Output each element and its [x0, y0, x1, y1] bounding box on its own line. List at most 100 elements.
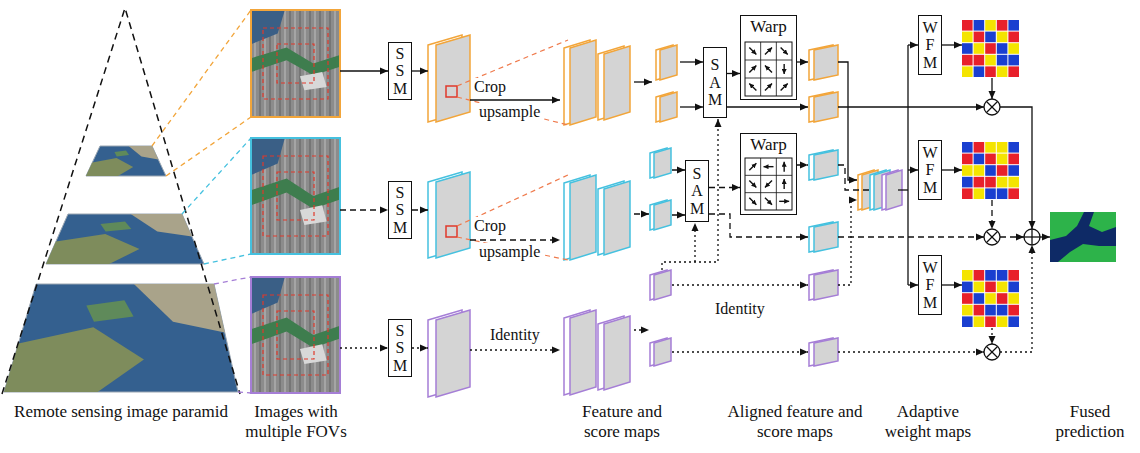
- image-border: [251, 138, 340, 254]
- flow-line: [727, 106, 808, 107]
- flow-line: [838, 165, 869, 190]
- feature-map: [654, 200, 671, 230]
- guide-line: [166, 117, 251, 176]
- weight-cell: [985, 154, 996, 165]
- weight-cell: [962, 293, 973, 304]
- flow-grid: [745, 78, 792, 79]
- caption-label: Remote sensing image paramid: [1, 402, 241, 422]
- module-name: WFM: [922, 144, 938, 197]
- weight-cell: [974, 43, 985, 54]
- image-border: [251, 10, 340, 117]
- feature-map: [436, 35, 470, 122]
- guide-line: [182, 138, 251, 214]
- flow-grid: [745, 192, 792, 193]
- land-patch: [100, 222, 131, 232]
- flow-line: [340, 209, 388, 210]
- flow-line: [942, 44, 962, 45]
- weight-cell: [974, 55, 985, 66]
- water-patch: [251, 10, 285, 44]
- feature-map: [570, 175, 596, 260]
- weight-cell: [962, 316, 973, 327]
- weight-cell: [997, 293, 1008, 304]
- flow-line: [634, 213, 649, 214]
- fov-box: [277, 44, 314, 83]
- weight-cell: [1008, 165, 1019, 176]
- crop-projection: [457, 97, 568, 125]
- multiply-symbol: [984, 344, 1000, 360]
- land-patch: [114, 151, 129, 157]
- weight-cell: [985, 32, 996, 43]
- vegetation-band: [251, 47, 340, 75]
- weight-cell: [997, 142, 1008, 153]
- feature-map: [814, 338, 838, 366]
- weight-cell: [962, 270, 973, 281]
- flow-arrow: [765, 180, 772, 187]
- flow-line: [680, 61, 703, 62]
- flow-arrow: [783, 64, 784, 74]
- flow-line: [470, 239, 560, 240]
- module-name: WFM: [922, 259, 938, 312]
- crop-region: [446, 226, 457, 237]
- weight-cell: [985, 282, 996, 293]
- weight-cell: [962, 165, 973, 176]
- fov-box: [263, 28, 328, 99]
- satellite-image: [251, 10, 340, 117]
- weight-cell: [974, 270, 985, 281]
- weight-cell: [985, 188, 996, 199]
- operation-label: Identity: [488, 326, 542, 344]
- feature-map: [570, 40, 596, 125]
- caption-label: Images with multiple FOVs: [236, 402, 356, 441]
- caption-label: Fused prediction: [1045, 402, 1135, 441]
- multiply-symbol: [987, 102, 998, 113]
- weight-cell: [985, 316, 996, 327]
- weight-cell: [1008, 142, 1019, 153]
- feature-map: [604, 181, 630, 255]
- flow-arrow: [749, 198, 756, 205]
- weight-cell: [997, 55, 1008, 66]
- flow-line: [898, 189, 908, 190]
- module-box: WFM: [918, 140, 942, 200]
- sum-symbol: [1024, 229, 1040, 245]
- flow-line: [634, 329, 649, 330]
- weight-cell: [985, 165, 996, 176]
- weight-cell: [974, 177, 985, 188]
- flow-line: [470, 349, 560, 350]
- weight-cell: [974, 165, 985, 176]
- image-stripe: [289, 11, 291, 116]
- weight-cell: [985, 270, 996, 281]
- land-patch: [134, 284, 225, 333]
- weight-cell: [1008, 188, 1019, 199]
- weight-cell: [997, 66, 1008, 77]
- flow-line: [672, 351, 808, 352]
- weight-cell: [1008, 20, 1019, 31]
- operation-label: Identity: [713, 300, 767, 318]
- flow-line: [709, 214, 808, 237]
- weight-cell: [985, 177, 996, 188]
- operation-label: upsample: [477, 103, 542, 121]
- flow-line: [991, 328, 992, 344]
- flow-line: [1000, 236, 1024, 237]
- image-plane: [4, 284, 238, 392]
- weight-cell: [974, 154, 985, 165]
- weight-cell: [974, 66, 985, 77]
- operation-label: Crop: [472, 78, 508, 96]
- module-box: SSM: [388, 319, 412, 378]
- land-patch: [46, 234, 139, 264]
- weight-cell: [962, 43, 973, 54]
- flow-line: [942, 169, 962, 170]
- weight-cell: [974, 293, 985, 304]
- flow-line: [838, 200, 857, 285]
- flow-line: [412, 347, 428, 348]
- weight-cell: [962, 188, 973, 199]
- guide-line: [214, 277, 251, 284]
- flow-line: [797, 61, 808, 62]
- vegetation-band: [251, 179, 340, 209]
- warp-box: Warp: [740, 133, 797, 215]
- weight-cell: [962, 305, 973, 316]
- flow-line: [694, 223, 695, 262]
- flow-line: [672, 214, 685, 215]
- weight-cell: [974, 282, 985, 293]
- flow-grid: [745, 175, 792, 176]
